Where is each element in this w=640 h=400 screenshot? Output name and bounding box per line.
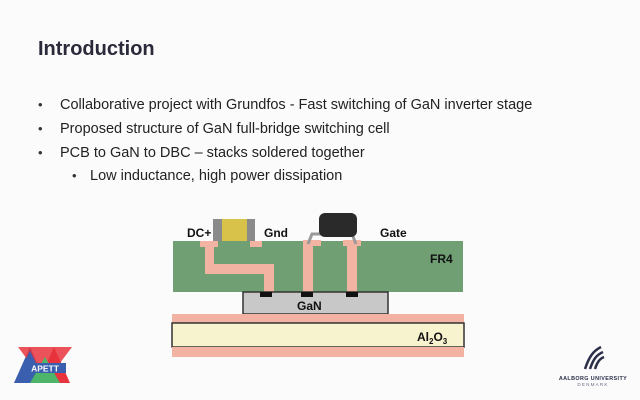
bullet-text: Low inductance, high power dissipation bbox=[90, 168, 343, 184]
apett-logo: APETT bbox=[10, 343, 80, 394]
dc-plus-down-via bbox=[264, 264, 274, 294]
university-country: DENMARK bbox=[577, 382, 609, 387]
capacitor-terminal-right bbox=[247, 219, 255, 241]
fr4-label: FR4 bbox=[430, 252, 453, 266]
gan-solder-2 bbox=[301, 292, 313, 297]
gate-label: Gate bbox=[380, 226, 407, 240]
dc-plus-trace bbox=[205, 264, 273, 274]
apett-logo-mark: APETT bbox=[14, 347, 72, 383]
bullet-item: • Collaborative project with Grundfos - … bbox=[38, 97, 532, 113]
capacitor-terminal-left bbox=[213, 219, 222, 241]
gate-pad-left bbox=[303, 240, 321, 246]
gnd-via bbox=[303, 246, 313, 294]
dc-plus-label: DC+ bbox=[187, 226, 211, 240]
al2o3-substrate bbox=[171, 322, 465, 348]
bullet-item: • PCB to GaN to DBC – stacks soldered to… bbox=[38, 145, 365, 161]
aalborg-university-logo: AALBORG UNIVERSITY DENMARK bbox=[553, 345, 633, 387]
sub-bullet-item: • Low inductance, high power dissipation bbox=[72, 168, 342, 184]
bullet-text: Proposed structure of GaN full-bridge sw… bbox=[60, 121, 390, 137]
gate-driver-package bbox=[319, 213, 357, 237]
bullet-item: • Proposed structure of GaN full-bridge … bbox=[38, 121, 390, 137]
capacitor-body bbox=[222, 219, 247, 241]
bullet-text: Collaborative project with Grundfos - Fa… bbox=[60, 97, 533, 113]
gate-lead-left bbox=[306, 232, 322, 245]
bullet-marker: • bbox=[38, 121, 43, 136]
bullet-marker: • bbox=[38, 97, 43, 112]
slide-title: Introduction bbox=[38, 38, 155, 60]
dbc-bottom-copper bbox=[172, 347, 464, 357]
dbc-top-copper bbox=[172, 314, 464, 323]
dc-plus-pad bbox=[200, 241, 218, 247]
gan-solder-1 bbox=[260, 292, 272, 297]
gnd-label: Gnd bbox=[264, 226, 288, 240]
gate-via bbox=[347, 246, 357, 294]
bullet-text: PCB to GaN to DBC – stacks soldered toge… bbox=[60, 145, 365, 161]
gnd-pad bbox=[250, 241, 262, 247]
bullet-list: • Collaborative project with Grundfos - … bbox=[38, 97, 532, 184]
bullet-marker: • bbox=[38, 145, 43, 160]
dc-plus-via bbox=[205, 247, 214, 267]
university-name: AALBORG UNIVERSITY bbox=[558, 376, 628, 382]
gan-solder-3 bbox=[346, 292, 358, 297]
gan-label: GaN bbox=[297, 299, 322, 313]
aalborg-wave-icon bbox=[583, 345, 605, 370]
apett-logo-text: APETT bbox=[31, 364, 60, 374]
gate-pad-right bbox=[343, 240, 361, 246]
al2o3-label: Al2O3 bbox=[417, 330, 448, 346]
bullet-marker: • bbox=[72, 168, 77, 183]
